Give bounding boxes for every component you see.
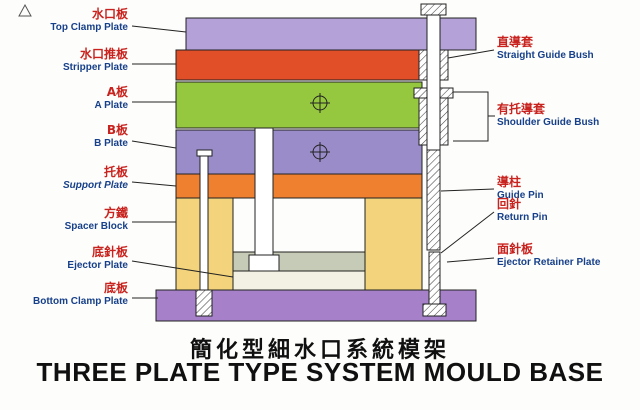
label-bottom-clamp-plate: 底板 Bottom Clamp Plate	[0, 282, 130, 308]
title-english: THREE PLATE TYPE SYSTEM MOULD BASE	[36, 357, 604, 387]
support-pin-shaft	[199, 155, 209, 291]
alignment-symbol-bottom	[310, 142, 330, 162]
label-cn-text: 方鐵	[103, 206, 128, 220]
a-plate	[175, 81, 423, 129]
label-en-text: Shoulder Guide Bush	[497, 117, 600, 128]
label-en-text: Ejector Plate	[67, 260, 128, 271]
support-pin-head	[196, 149, 213, 157]
label-cn-text: 回針	[497, 197, 522, 211]
label-cn-text: 直導套	[497, 35, 534, 49]
leader-line	[131, 140, 177, 149]
label-cn-text: 托板	[103, 165, 128, 179]
label-en-text: B Plate	[94, 138, 128, 149]
label-return-pin: 回針 Return Pin	[497, 198, 640, 224]
label-b-plate: B板 B Plate	[0, 124, 130, 150]
leader-line	[446, 257, 495, 263]
label-cn-text: 導柱	[497, 175, 522, 189]
label-cn-text: 水口推板	[79, 47, 128, 61]
label-cn-text: 面針板	[497, 242, 534, 256]
label-en-text: Ejector Retainer Plate	[497, 257, 601, 268]
stripper-plate	[175, 49, 423, 81]
leader-line	[440, 188, 495, 192]
support-plate	[175, 173, 423, 199]
label-ejector-plate: 底針板 Ejector Plate	[0, 246, 130, 272]
label-en-text: Support Plate	[62, 180, 128, 191]
label-spacer-block: 方鐵 Spacer Block	[0, 207, 130, 233]
leader-lines	[131, 25, 495, 299]
label-shoulder-guide-bush: 有托導套 Shoulder Guide Bush	[497, 103, 640, 129]
spacer-block-right	[364, 197, 423, 291]
guide-pin-cap	[420, 3, 447, 16]
guide-pin-hatched-section	[426, 149, 441, 251]
label-cn-text: B板	[106, 123, 128, 137]
label-en-text: Stripper Plate	[62, 62, 128, 73]
shoulder-bush-bracket	[453, 91, 489, 142]
label-cn-text: 有托導套	[497, 102, 546, 116]
label-straight-guide-bush: 直導套 Straight Guide Bush	[497, 36, 640, 62]
label-cn-text: A板	[106, 85, 128, 99]
leader-line	[447, 49, 495, 59]
label-ejector-retainer-plate: 面針板 Ejector Retainer Plate	[497, 243, 640, 269]
leader-line	[131, 260, 234, 278]
return-pin-head	[422, 303, 447, 317]
label-stripper-plate: 水口推板 Stripper Plate	[0, 48, 130, 74]
label-en-text: A Plate	[94, 100, 128, 111]
label-top-clamp-plate: 水口板 Top Clamp Plate	[0, 8, 130, 34]
b-plate	[175, 129, 423, 175]
return-pin-shaft	[428, 251, 441, 305]
label-cn-text: 水口板	[91, 7, 128, 21]
label-en-text: Return Pin	[497, 212, 548, 223]
ejector-plate	[232, 270, 366, 291]
support-pin-base	[195, 289, 213, 317]
label-a-plate: A板 A Plate	[0, 86, 130, 112]
label-support-plate: 托板 Support Plate	[0, 166, 130, 192]
label-en-text: Guide Pin	[497, 190, 544, 201]
alignment-symbol-top	[310, 93, 330, 113]
corner-triangle-mark	[18, 3, 32, 17]
leader-line	[131, 25, 187, 33]
title-chinese: 簡化型細水口系統模架	[189, 338, 450, 363]
label-en-text: Bottom Clamp Plate	[32, 296, 128, 307]
label-cn-text: 底針板	[91, 245, 128, 259]
label-en-text: Spacer Block	[64, 221, 128, 232]
leader-line	[131, 181, 177, 187]
leader-line	[440, 211, 495, 254]
label-guide-pin: 導柱 Guide Pin	[497, 176, 640, 202]
label-en-text: Top Clamp Plate	[50, 22, 128, 33]
label-cn-text: 底板	[103, 281, 128, 295]
puller-pin-head	[248, 254, 280, 272]
puller-pin-shaft	[254, 127, 274, 256]
label-en-text: Straight Guide Bush	[497, 50, 594, 61]
